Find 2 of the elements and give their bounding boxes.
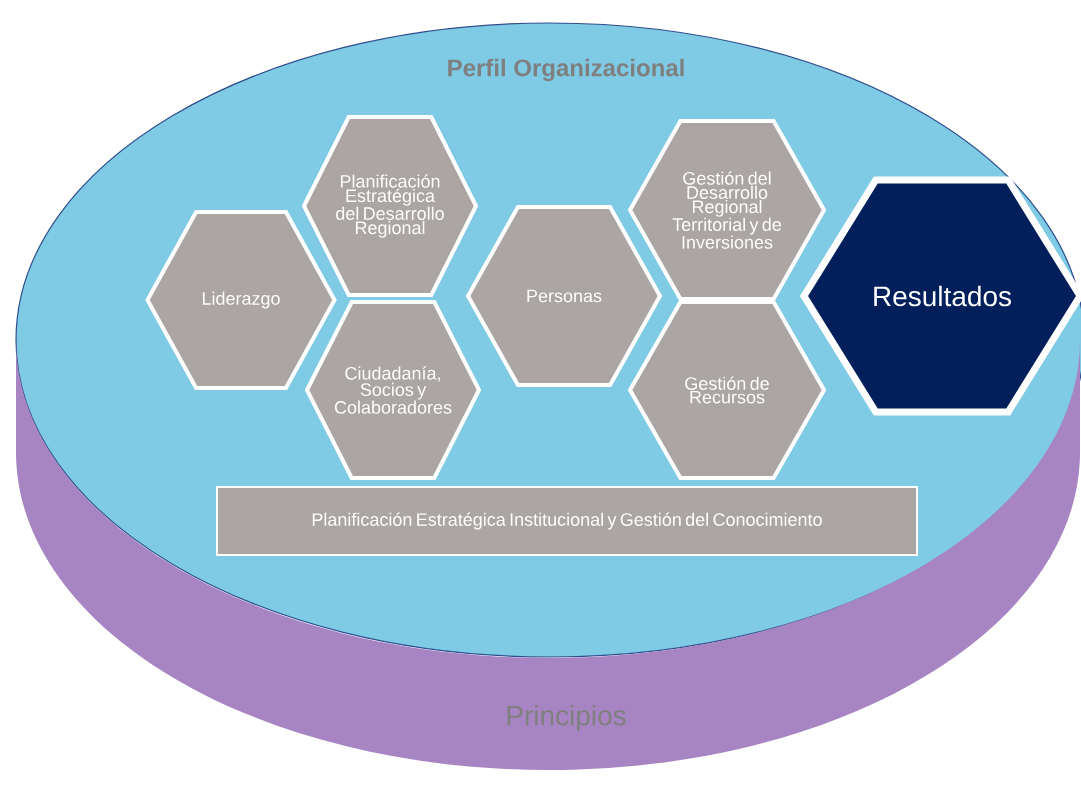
hexagon: Liderazgo	[145, 210, 337, 390]
banner-box: Planificación Estratégica Institucional y Gestión del Conocimiento	[216, 486, 918, 556]
